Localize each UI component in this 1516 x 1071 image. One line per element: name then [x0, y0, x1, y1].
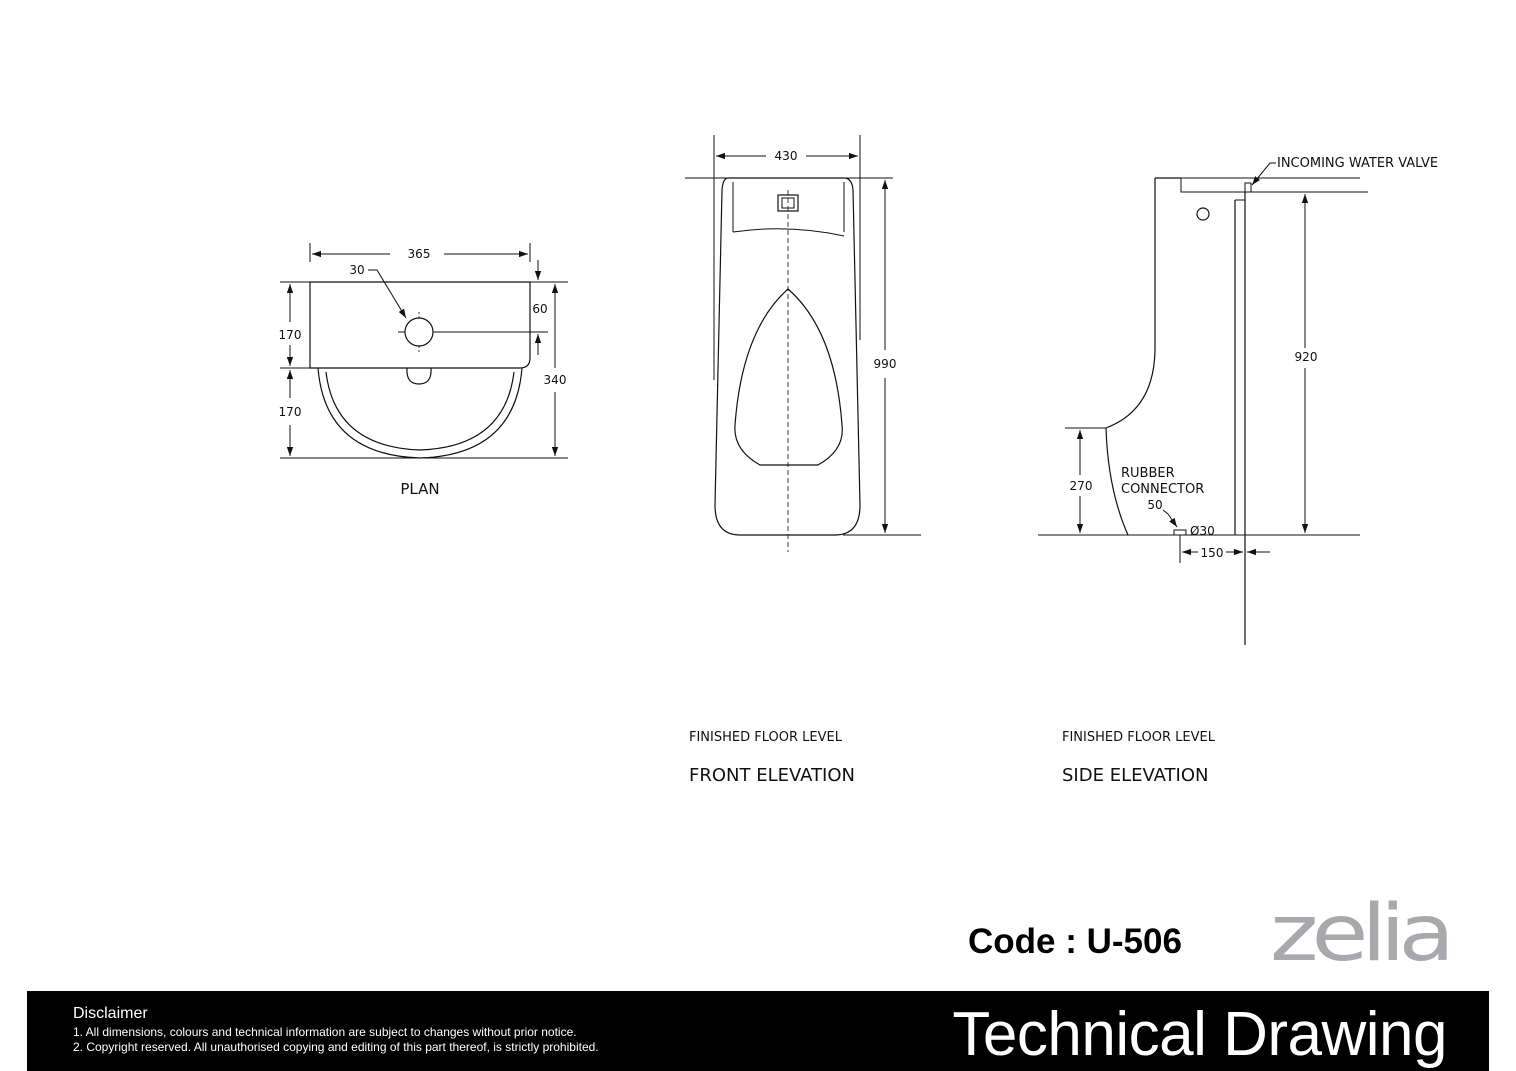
- plan-drain-hole: [404, 317, 434, 347]
- side-elevation: [1038, 162, 1368, 645]
- side-water-valve: [1244, 182, 1252, 193]
- plan-dim-upper: 170: [279, 328, 302, 342]
- side-dim-outlet-dia: Ø30: [1190, 524, 1215, 538]
- plan-dim-lower: 170: [279, 405, 302, 419]
- plan-dim-width: 365: [408, 247, 431, 261]
- footer-bar: Disclaimer 1. All dimensions, colours an…: [27, 991, 1489, 1071]
- brand-wordmark: zelia: [1270, 896, 1448, 966]
- disclaimer-line-2: 2. Copyright reserved. All unauthorised …: [73, 1040, 599, 1054]
- plan-dim-hole-offset: 60: [532, 302, 547, 316]
- plan-bowl-inner: [325, 371, 515, 451]
- plan-dim-depth: 340: [544, 373, 567, 387]
- brand-logo: zelia: [1270, 896, 1452, 966]
- side-body-profile: [1105, 178, 1156, 536]
- side-dim-lip-height: 270: [1070, 479, 1093, 493]
- side-dim-valve-height: 920: [1295, 350, 1318, 364]
- side-fixing-hole: [1196, 207, 1210, 221]
- side-connector-line2: CONNECTOR: [1121, 482, 1204, 497]
- side-dim-connector: 50: [1147, 498, 1162, 512]
- product-code: Code : U-506: [968, 922, 1182, 961]
- plan-view: [280, 243, 568, 459]
- disclaimer-title: Disclaimer: [73, 1005, 148, 1022]
- side-dim-outlet-offset: 150: [1201, 546, 1224, 560]
- side-outlet: [1173, 529, 1187, 536]
- front-dim-width: 430: [775, 149, 798, 163]
- front-dim-height: 990: [874, 357, 897, 371]
- plan-basin-outline: [309, 281, 531, 369]
- side-caption: SIDE ELEVATION: [1062, 765, 1208, 786]
- side-connector-line1: RUBBER: [1121, 466, 1175, 481]
- side-valve-label: INCOMING WATER VALVE: [1277, 156, 1438, 171]
- front-bowl-opening: [734, 288, 843, 466]
- disclaimer-line-1: 1. All dimensions, colours and technical…: [73, 1025, 577, 1039]
- plan-dim-hole-dia: 30: [349, 263, 364, 277]
- front-elevation: [685, 135, 921, 552]
- front-floor-label: FINISHED FLOOR LEVEL: [689, 730, 843, 745]
- footer-title: Technical Drawing: [952, 1000, 1447, 1069]
- plan-caption: PLAN: [400, 480, 439, 498]
- side-floor-label: FINISHED FLOOR LEVEL: [1062, 730, 1216, 745]
- front-top-panel: [732, 228, 845, 237]
- front-caption: FRONT ELEVATION: [689, 765, 855, 786]
- plan-outlet: [406, 367, 432, 385]
- front-body-outline: [714, 177, 861, 536]
- plan-bowl-outer: [317, 367, 523, 459]
